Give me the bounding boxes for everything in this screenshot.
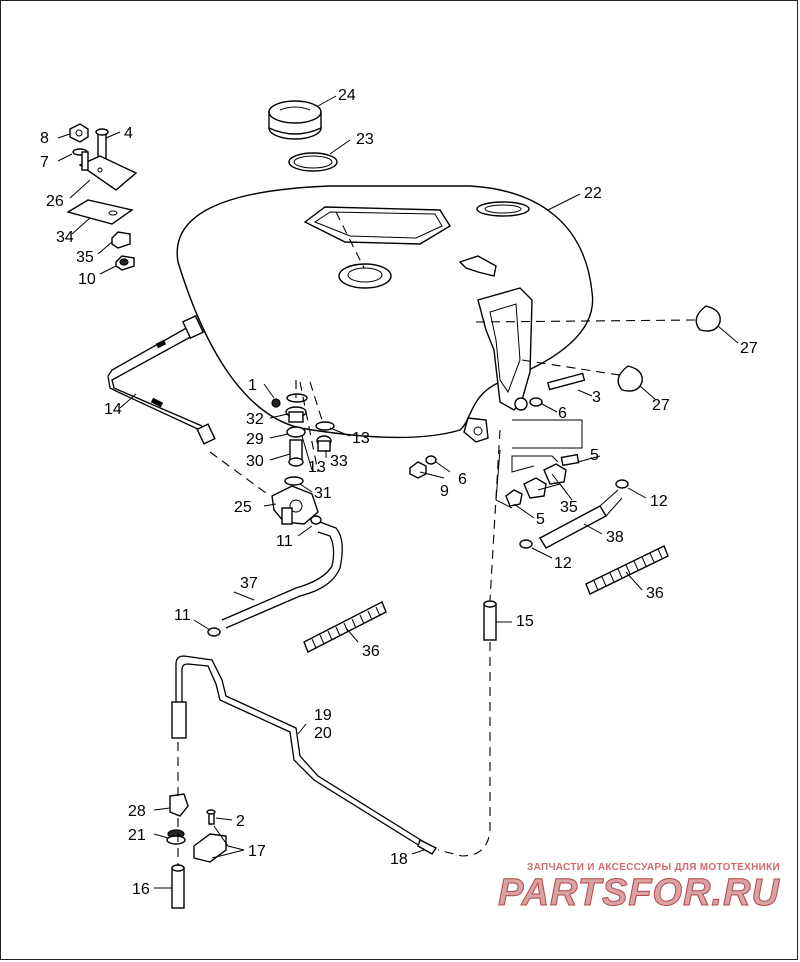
callout-1: 1: [248, 377, 257, 394]
callout-34: 34: [56, 229, 74, 246]
callout-9: 9: [440, 483, 449, 500]
assembly-lines: [177, 211, 697, 866]
sender-assembly: [166, 600, 497, 909]
callout-35-upper: 35: [76, 249, 94, 266]
callout-25: 25: [234, 499, 252, 516]
callout-11-lower: 11: [174, 607, 191, 624]
callout-16: 16: [132, 881, 150, 898]
callout-13-left: 13: [308, 459, 326, 476]
vent-line: [107, 314, 216, 445]
mount-hardware-upper-left: [66, 123, 138, 271]
callout-27-lower: 27: [652, 397, 670, 414]
callout-27-upper: 27: [740, 340, 758, 357]
callout-13-right: 13: [352, 430, 370, 447]
watermark-caption: ЗАПЧАСТИ И АКСЕССУАРЫ ДЛЯ МОТОТЕХНИКИ: [527, 862, 780, 873]
callout-5-upper: 5: [590, 447, 599, 464]
sleeve-left: [303, 601, 387, 653]
callout-14: 14: [104, 401, 122, 418]
callout-7: 7: [40, 154, 49, 171]
petcock-assembly: [271, 393, 335, 525]
callout-30: 30: [246, 453, 264, 470]
callout-2: 2: [236, 813, 245, 830]
callout-8: 8: [40, 130, 49, 147]
callout-33: 33: [330, 453, 348, 470]
callout-6-lower: 6: [458, 471, 467, 488]
callout-24: 24: [338, 87, 356, 104]
callout-17: 17: [248, 843, 266, 860]
callout-5-lower: 5: [536, 511, 545, 528]
callout-23: 23: [356, 131, 374, 148]
callout-38: 38: [606, 529, 624, 546]
callout-3: 3: [592, 389, 601, 406]
callout-29: 29: [246, 431, 264, 448]
callout-35-lower: 35: [560, 499, 578, 516]
callout-12-upper: 12: [650, 493, 668, 510]
sleeve-right: [585, 545, 669, 595]
callout-21: 21: [128, 827, 146, 844]
watermark-brand: PARTSFOR.RU: [498, 872, 780, 914]
leader-lines: [57, 95, 739, 889]
callout-22: 22: [584, 185, 602, 202]
callout-11-upper: 11: [276, 533, 293, 550]
callout-10: 10: [78, 271, 96, 288]
callout-20: 20: [314, 725, 332, 742]
callout-36-right: 36: [646, 585, 664, 602]
callout-37: 37: [240, 575, 258, 592]
fuel-tank: [176, 185, 594, 443]
callout-labels: 24 23 22 4 8 7 26 34 35 10 27 27 3 6 1 3…: [40, 87, 758, 898]
rear-mount-hardware: [409, 305, 721, 549]
callout-12-lower: 12: [554, 555, 572, 572]
callout-19: 19: [314, 707, 332, 724]
filler-gasket: [288, 152, 338, 172]
callout-32: 32: [246, 411, 264, 428]
callout-15: 15: [516, 613, 534, 630]
callout-6-upper: 6: [558, 405, 567, 422]
callout-18: 18: [390, 851, 408, 868]
watermark: ЗАПЧАСТИ И АКСЕССУАРЫ ДЛЯ МОТОТЕХНИКИ PA…: [480, 862, 780, 914]
callout-4: 4: [124, 125, 133, 142]
callout-26: 26: [46, 193, 64, 210]
filler-cap: [268, 100, 322, 140]
callout-36-left: 36: [362, 643, 380, 660]
fuel-line: [207, 521, 343, 637]
callout-28: 28: [128, 803, 146, 820]
callout-31: 31: [314, 485, 332, 502]
